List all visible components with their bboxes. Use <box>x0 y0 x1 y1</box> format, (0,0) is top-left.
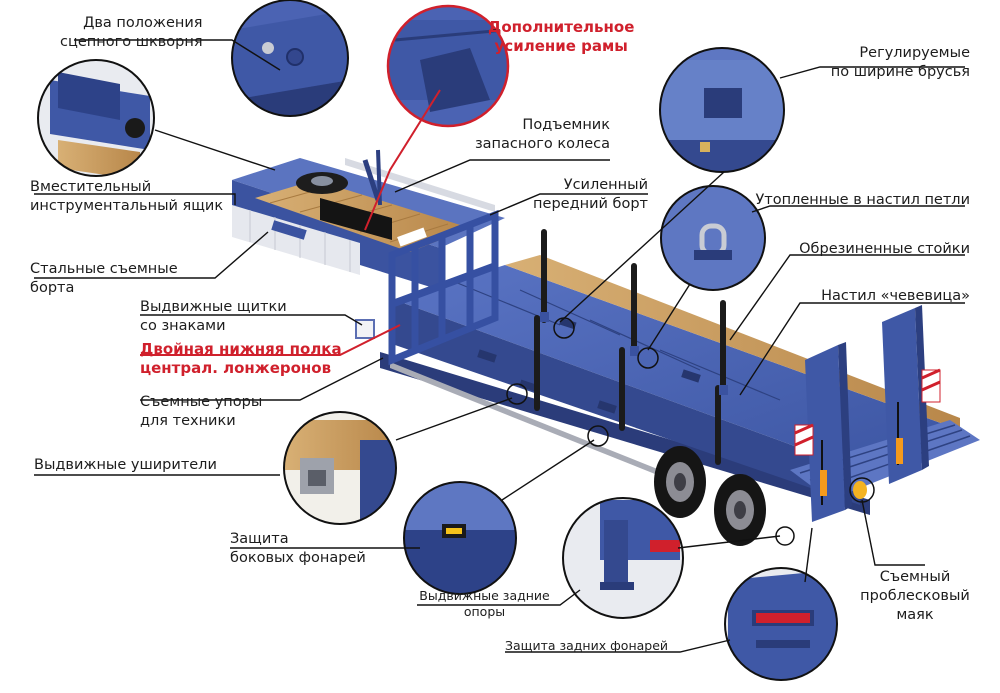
detail-rear-light-protection <box>724 567 838 681</box>
detail-side-light-protection <box>403 481 517 595</box>
trailer-body <box>232 149 980 546</box>
detail-adjustable-beams <box>659 47 785 173</box>
label-extenders: Выдвижные уширители <box>34 457 217 473</box>
label-lentil-deck: Настил «чевевица» <box>821 288 970 304</box>
label-rubber-posts: Обрезиненные стойки <box>799 241 970 257</box>
detail-kingpin <box>231 0 349 117</box>
detail-rear-supports <box>562 497 684 619</box>
label-recessed-loops: Утопленные в настил петли <box>755 192 970 208</box>
detail-recessed-loops <box>660 185 766 291</box>
detail-frame-reinforcement <box>386 4 510 128</box>
detail-extenders <box>283 411 397 525</box>
label-rear-light-protection: Защита задних фонарей <box>505 638 669 653</box>
leader-lines <box>34 29 965 653</box>
detail-tool-box <box>37 59 155 177</box>
wheels <box>654 446 766 546</box>
